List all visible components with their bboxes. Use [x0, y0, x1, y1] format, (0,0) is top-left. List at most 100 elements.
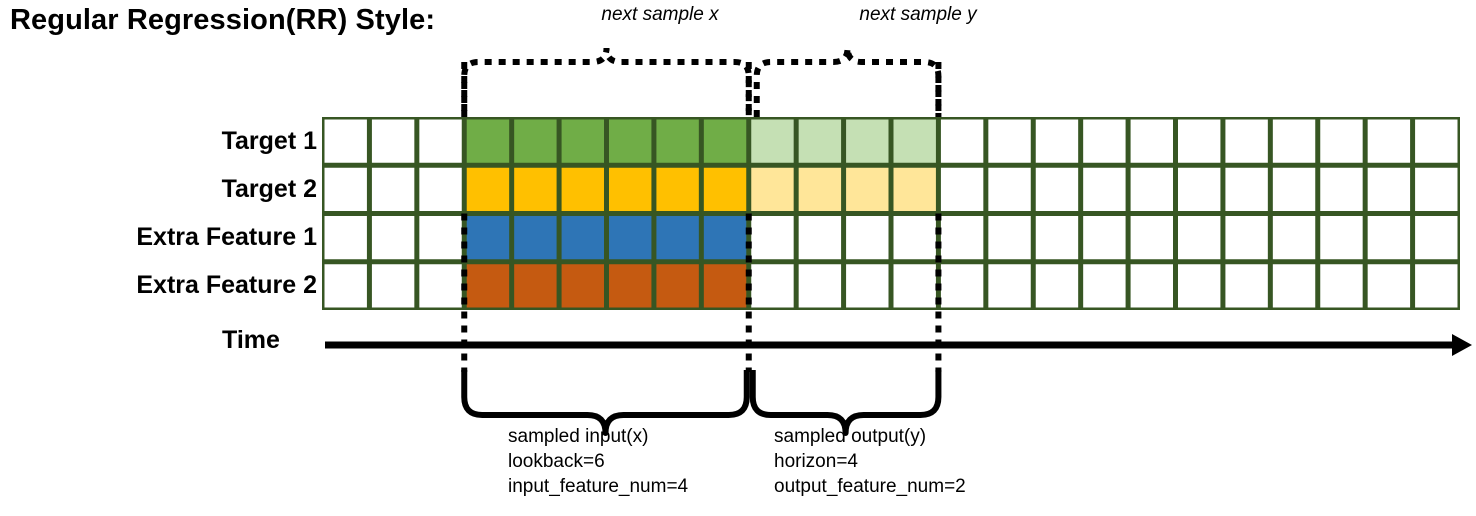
- grid-cell: [514, 264, 557, 308]
- bottom-brace-caption-output: sampled output(y) horizon=4 output_featu…: [774, 424, 966, 499]
- grid-cell: [1083, 264, 1126, 308]
- grid-cell: [798, 119, 842, 163]
- grid-cell: [751, 264, 794, 308]
- grid-cell: [940, 119, 984, 163]
- grid-cell: [371, 167, 415, 211]
- grid-cell: [893, 216, 936, 260]
- grid-cell: [1225, 216, 1268, 260]
- top-brace-next-sample-x: [461, 47, 752, 117]
- grid-cell: [1035, 119, 1079, 163]
- grid-cell: [419, 264, 462, 308]
- grid-cell: [846, 167, 889, 211]
- bottom-brace-caption-input: sampled input(x) lookback=6 input_featur…: [508, 424, 688, 499]
- grid-cell: [324, 119, 367, 163]
- page-title: Regular Regression(RR) Style:: [10, 4, 436, 36]
- grid-cell: [846, 119, 889, 163]
- grid-cell: [514, 216, 557, 260]
- grid-cell: [988, 119, 1031, 163]
- grid-cell: [609, 264, 652, 308]
- grid-cell: [1367, 119, 1411, 163]
- grid-cell: [1225, 167, 1268, 211]
- grid-cell: [1415, 216, 1458, 260]
- grid-cell: [703, 167, 747, 211]
- grid-cell: [1367, 264, 1411, 308]
- grid-cell: [751, 167, 794, 211]
- grid-cell: [988, 216, 1031, 260]
- grid-cell: [371, 216, 415, 260]
- row-label-target-2: Target 2: [221, 175, 317, 203]
- grid-cell: [371, 264, 415, 308]
- grid-cell: [798, 264, 842, 308]
- grid-cell: [1178, 119, 1221, 163]
- grid-cell: [1415, 264, 1458, 308]
- row-label-extra-feature-2: Extra Feature 2: [136, 271, 317, 299]
- grid-cell: [656, 264, 699, 308]
- grid-cell: [703, 119, 747, 163]
- grid-background: [322, 117, 1460, 310]
- grid-cell: [1225, 264, 1268, 308]
- grid-cell: [846, 264, 889, 308]
- grid-cell: [1272, 216, 1316, 260]
- grid-cell: [703, 216, 747, 260]
- grid-cell: [1415, 167, 1458, 211]
- grid-cell: [1130, 167, 1173, 211]
- row-label-target-1: Target 1: [221, 127, 317, 155]
- bottom-brace-sampled-input: [461, 370, 750, 436]
- row-label-extra-feature-1: Extra Feature 1: [136, 223, 317, 251]
- time-axis-arrowhead: [1452, 334, 1472, 356]
- top-brace-label-next-sample-x: next sample x: [601, 4, 719, 25]
- caption-line: sampled input(x): [508, 426, 649, 447]
- grid-cell: [1178, 264, 1221, 308]
- grid-cell: [466, 167, 510, 211]
- grid-cell: [1083, 119, 1126, 163]
- bottom-brace-sampled-output: [749, 370, 942, 436]
- grid-cell: [324, 216, 367, 260]
- caption-line: input_feature_num=4: [508, 476, 689, 497]
- grid-cell: [466, 119, 510, 163]
- grid-cell: [561, 167, 604, 211]
- grid-cell: [561, 119, 604, 163]
- grid-cell: [940, 216, 984, 260]
- grid-cell: [893, 119, 936, 163]
- grid-cell: [419, 167, 462, 211]
- grid-cell: [798, 216, 842, 260]
- grid-cell: [1130, 216, 1173, 260]
- caption-line: sampled output(y): [774, 426, 927, 447]
- grid-cell: [846, 216, 889, 260]
- grid-cell: [1272, 264, 1316, 308]
- grid-cell: [561, 264, 604, 308]
- grid-cell: [988, 264, 1031, 308]
- grid-cell: [798, 167, 842, 211]
- grid-cell: [656, 167, 699, 211]
- top-brace-label-next-sample-y: next sample y: [859, 4, 977, 25]
- axis-label-time: Time: [222, 326, 280, 354]
- grid-cell: [1083, 216, 1126, 260]
- grid-cell: [751, 119, 794, 163]
- grid-cell: [1178, 167, 1221, 211]
- grid-cell: [893, 264, 936, 308]
- grid-cell: [1320, 119, 1363, 163]
- caption-line: lookback=6: [508, 451, 605, 472]
- grid-cell: [893, 167, 936, 211]
- grid-cell: [1272, 167, 1316, 211]
- grid-cell: [1130, 264, 1173, 308]
- grid-cell: [466, 216, 510, 260]
- grid-cell: [371, 119, 415, 163]
- grid-cell: [656, 119, 699, 163]
- grid-cell: [561, 216, 604, 260]
- grid-cell: [1035, 167, 1079, 211]
- grid-cell: [656, 216, 699, 260]
- grid-cell: [1225, 119, 1268, 163]
- grid-cell: [751, 216, 794, 260]
- grid-cell: [1367, 167, 1411, 211]
- grid-cell: [324, 167, 367, 211]
- grid-cell: [1035, 264, 1079, 308]
- grid-cell: [940, 167, 984, 211]
- grid-cell: [324, 264, 367, 308]
- grid-cell: [940, 264, 984, 308]
- grid-cell: [609, 119, 652, 163]
- grid-cell: [514, 167, 557, 211]
